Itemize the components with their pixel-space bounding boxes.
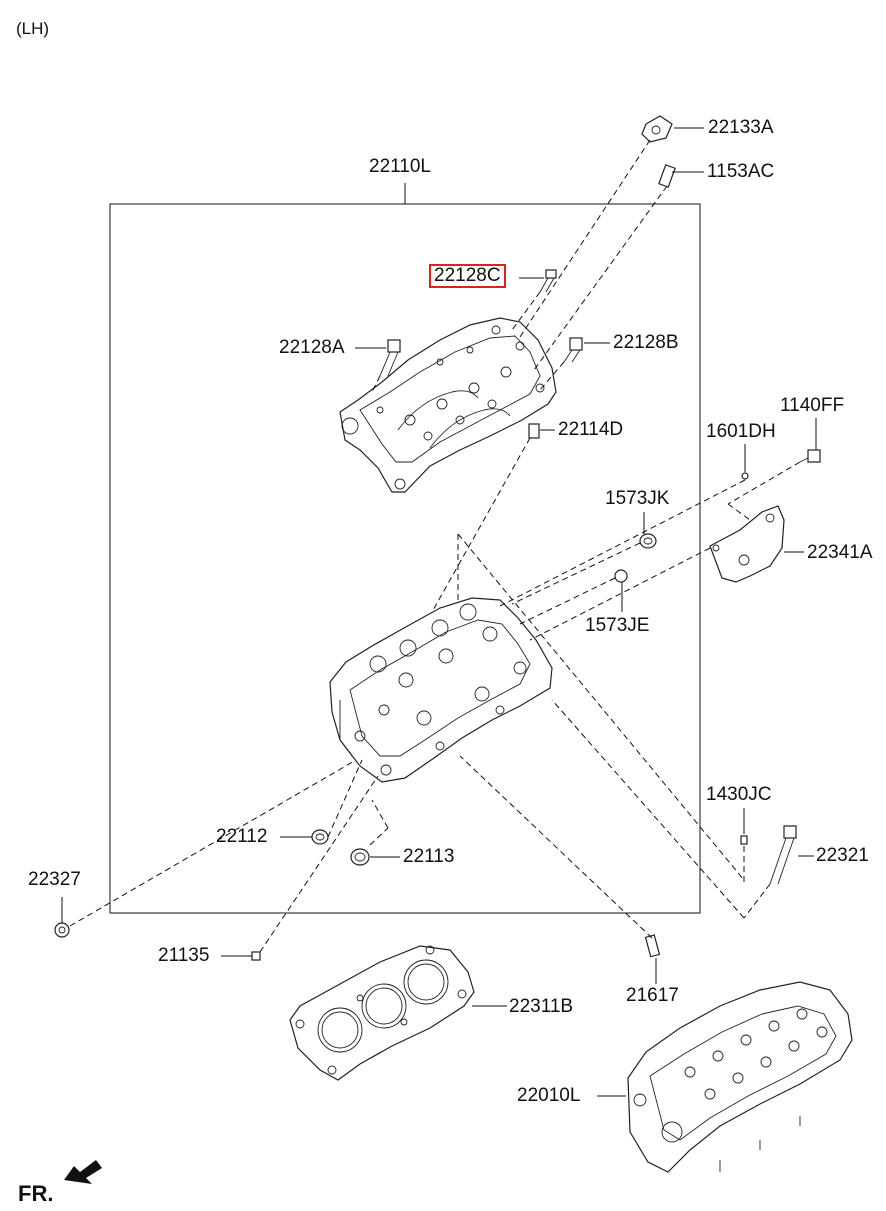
part-label-22327[interactable]: 22327 (28, 869, 81, 890)
part-label-21617[interactable]: 21617 (626, 985, 679, 1006)
part-label-1430JC[interactable]: 1430JC (706, 784, 772, 805)
view-label: (LH) (16, 19, 50, 38)
part-label-22341A[interactable]: 22341A (807, 542, 873, 563)
part-label-22311B[interactable]: 22311B (509, 996, 574, 1017)
fr-arrow-icon (64, 1160, 102, 1184)
stud-1153AC-part[interactable] (658, 164, 676, 188)
bolt-1140FF-part[interactable] (799, 449, 821, 463)
plug-1573JK-part[interactable] (639, 533, 657, 549)
part-label-22128A[interactable]: 22128A (279, 337, 345, 358)
part-label-1573JE[interactable]: 1573JE (585, 615, 650, 636)
seal-22112-part[interactable] (311, 829, 329, 845)
part-label-1153AC[interactable]: 1153AC (707, 161, 775, 182)
part-label-21135[interactable]: 21135 (158, 945, 210, 966)
head-gasket-part[interactable] (289, 945, 475, 1081)
bracket-22341A-part[interactable] (709, 505, 785, 583)
flange-22133A-part[interactable] (641, 115, 673, 143)
plug-1430JC-part[interactable] (740, 835, 748, 845)
seal-22113-part[interactable] (350, 848, 370, 866)
bolt-22128C-part[interactable] (539, 269, 557, 293)
dowel-22114D-part[interactable] (528, 423, 540, 439)
part-label-22010L[interactable]: 22010L (517, 1085, 581, 1106)
stud-21617-part[interactable] (644, 934, 661, 958)
part-label-1140FF[interactable]: 1140FF (780, 395, 845, 416)
cylinder-head-part[interactable] (329, 597, 553, 783)
head-assembly-part[interactable] (627, 981, 853, 1173)
part-label-22128B[interactable]: 22128B (613, 332, 679, 353)
camshaft-carrier-part[interactable] (339, 317, 557, 493)
part-label-1573JK[interactable]: 1573JK (605, 488, 670, 509)
plug-1601DH-part[interactable] (741, 472, 749, 480)
assembly-frame (109, 203, 701, 914)
bolt-22321-part[interactable] (769, 825, 797, 885)
bolt-22128B-part[interactable] (563, 337, 583, 363)
part-label-22110L[interactable]: 22110L (369, 156, 431, 177)
seal-22327-part[interactable] (54, 922, 70, 938)
plug-1573JE-part[interactable] (614, 569, 628, 583)
bolt-22128A-part[interactable] (379, 339, 401, 377)
part-label-22114D[interactable]: 22114D (558, 419, 624, 440)
dowel-21135-part[interactable] (251, 951, 261, 961)
part-label-22133A[interactable]: 22133A (708, 117, 774, 138)
part-label-22113[interactable]: 22113 (403, 846, 455, 867)
part-label-22112[interactable]: 22112 (216, 826, 268, 847)
part-label-1601DH[interactable]: 1601DH (706, 421, 776, 442)
part-label-22321[interactable]: 22321 (816, 845, 869, 866)
direction-label: FR. (18, 1181, 54, 1206)
part-label-22128C-highlighted[interactable]: 22128C (429, 264, 506, 288)
